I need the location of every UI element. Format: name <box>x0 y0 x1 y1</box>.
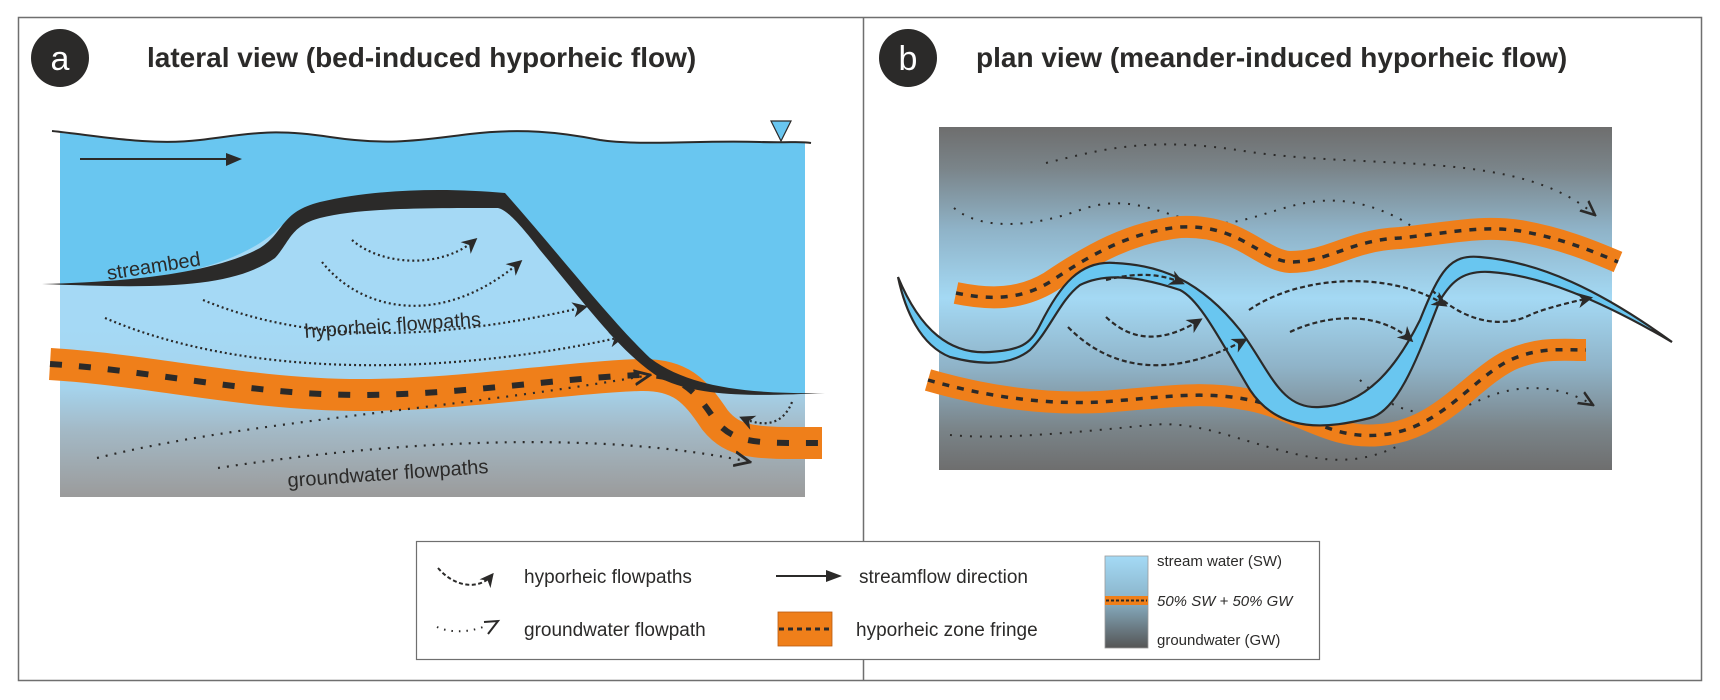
legend: hyporheic flowpaths groundwater flowpath… <box>415 540 1321 661</box>
hyporheic-flowpaths-b <box>1067 270 1594 367</box>
legend-hyporheic-icon <box>437 567 494 589</box>
groundwater-flowpath <box>217 441 750 470</box>
hyporheic-flowpath <box>1105 316 1203 338</box>
hyporheic-flowpath <box>739 401 794 430</box>
hyporheic-flowpath <box>1289 317 1414 343</box>
panel-b-badge-label: b <box>899 40 918 78</box>
fringe-upper-dashes <box>955 225 1619 300</box>
water-surface-line <box>51 130 812 144</box>
streambed <box>42 189 825 395</box>
legend-streamflow-icon <box>826 570 842 582</box>
legend-box <box>415 540 1321 661</box>
groundwater-flowpath <box>1359 379 1593 415</box>
groundwater-flowpaths-b <box>949 143 1595 461</box>
legend-hyporheic-label: hyporheic flowpaths <box>524 567 692 588</box>
meander-stream-channel <box>896 255 1673 427</box>
panel-b-title: plan view (meander-induced hyporheic flo… <box>976 42 1567 73</box>
hyporheic-flowpaths-a <box>104 237 794 430</box>
legend-fringe-swatch <box>777 611 833 647</box>
groundwater-flowpaths-a <box>96 375 750 470</box>
streamflow-arrow-icon <box>226 153 242 166</box>
legend-fringe-label: hyporheic zone fringe <box>856 620 1038 641</box>
groundwater-flowpath <box>96 375 650 460</box>
groundwater-flowpath <box>949 423 1401 461</box>
hyporheic-flowpath <box>1067 326 1248 367</box>
legend-groundwater-label: groundwater flowpath <box>524 620 706 641</box>
legend-streamflow-label: streamflow direction <box>859 567 1028 588</box>
panel-a-title: lateral view (bed-induced hyporheic flow… <box>147 42 696 73</box>
panel-a-badge-label: a <box>51 40 70 78</box>
fringe-dash-line <box>49 361 823 447</box>
water-level-icon <box>770 120 792 143</box>
panel-b: b plan view (meander-induced hyporheic f… <box>879 29 1673 470</box>
legend-scale-top-label: stream water (SW) <box>1157 553 1282 570</box>
hyporheic-flowpath <box>1105 270 1185 285</box>
panel-a-badge <box>31 29 89 87</box>
hyporheic-flowpath <box>321 260 523 307</box>
panel-b-badge <box>879 29 937 87</box>
open-arrowhead-icon <box>483 619 501 635</box>
legend-scale-bottom-label: groundwater (GW) <box>1157 632 1280 649</box>
panel-a: a lateral view (bed-induced hyporheic fl… <box>31 29 825 497</box>
legend-scale-mid-label: 50% SW + 50% GW <box>1157 593 1294 610</box>
hyporheic-flowpath <box>104 316 626 367</box>
